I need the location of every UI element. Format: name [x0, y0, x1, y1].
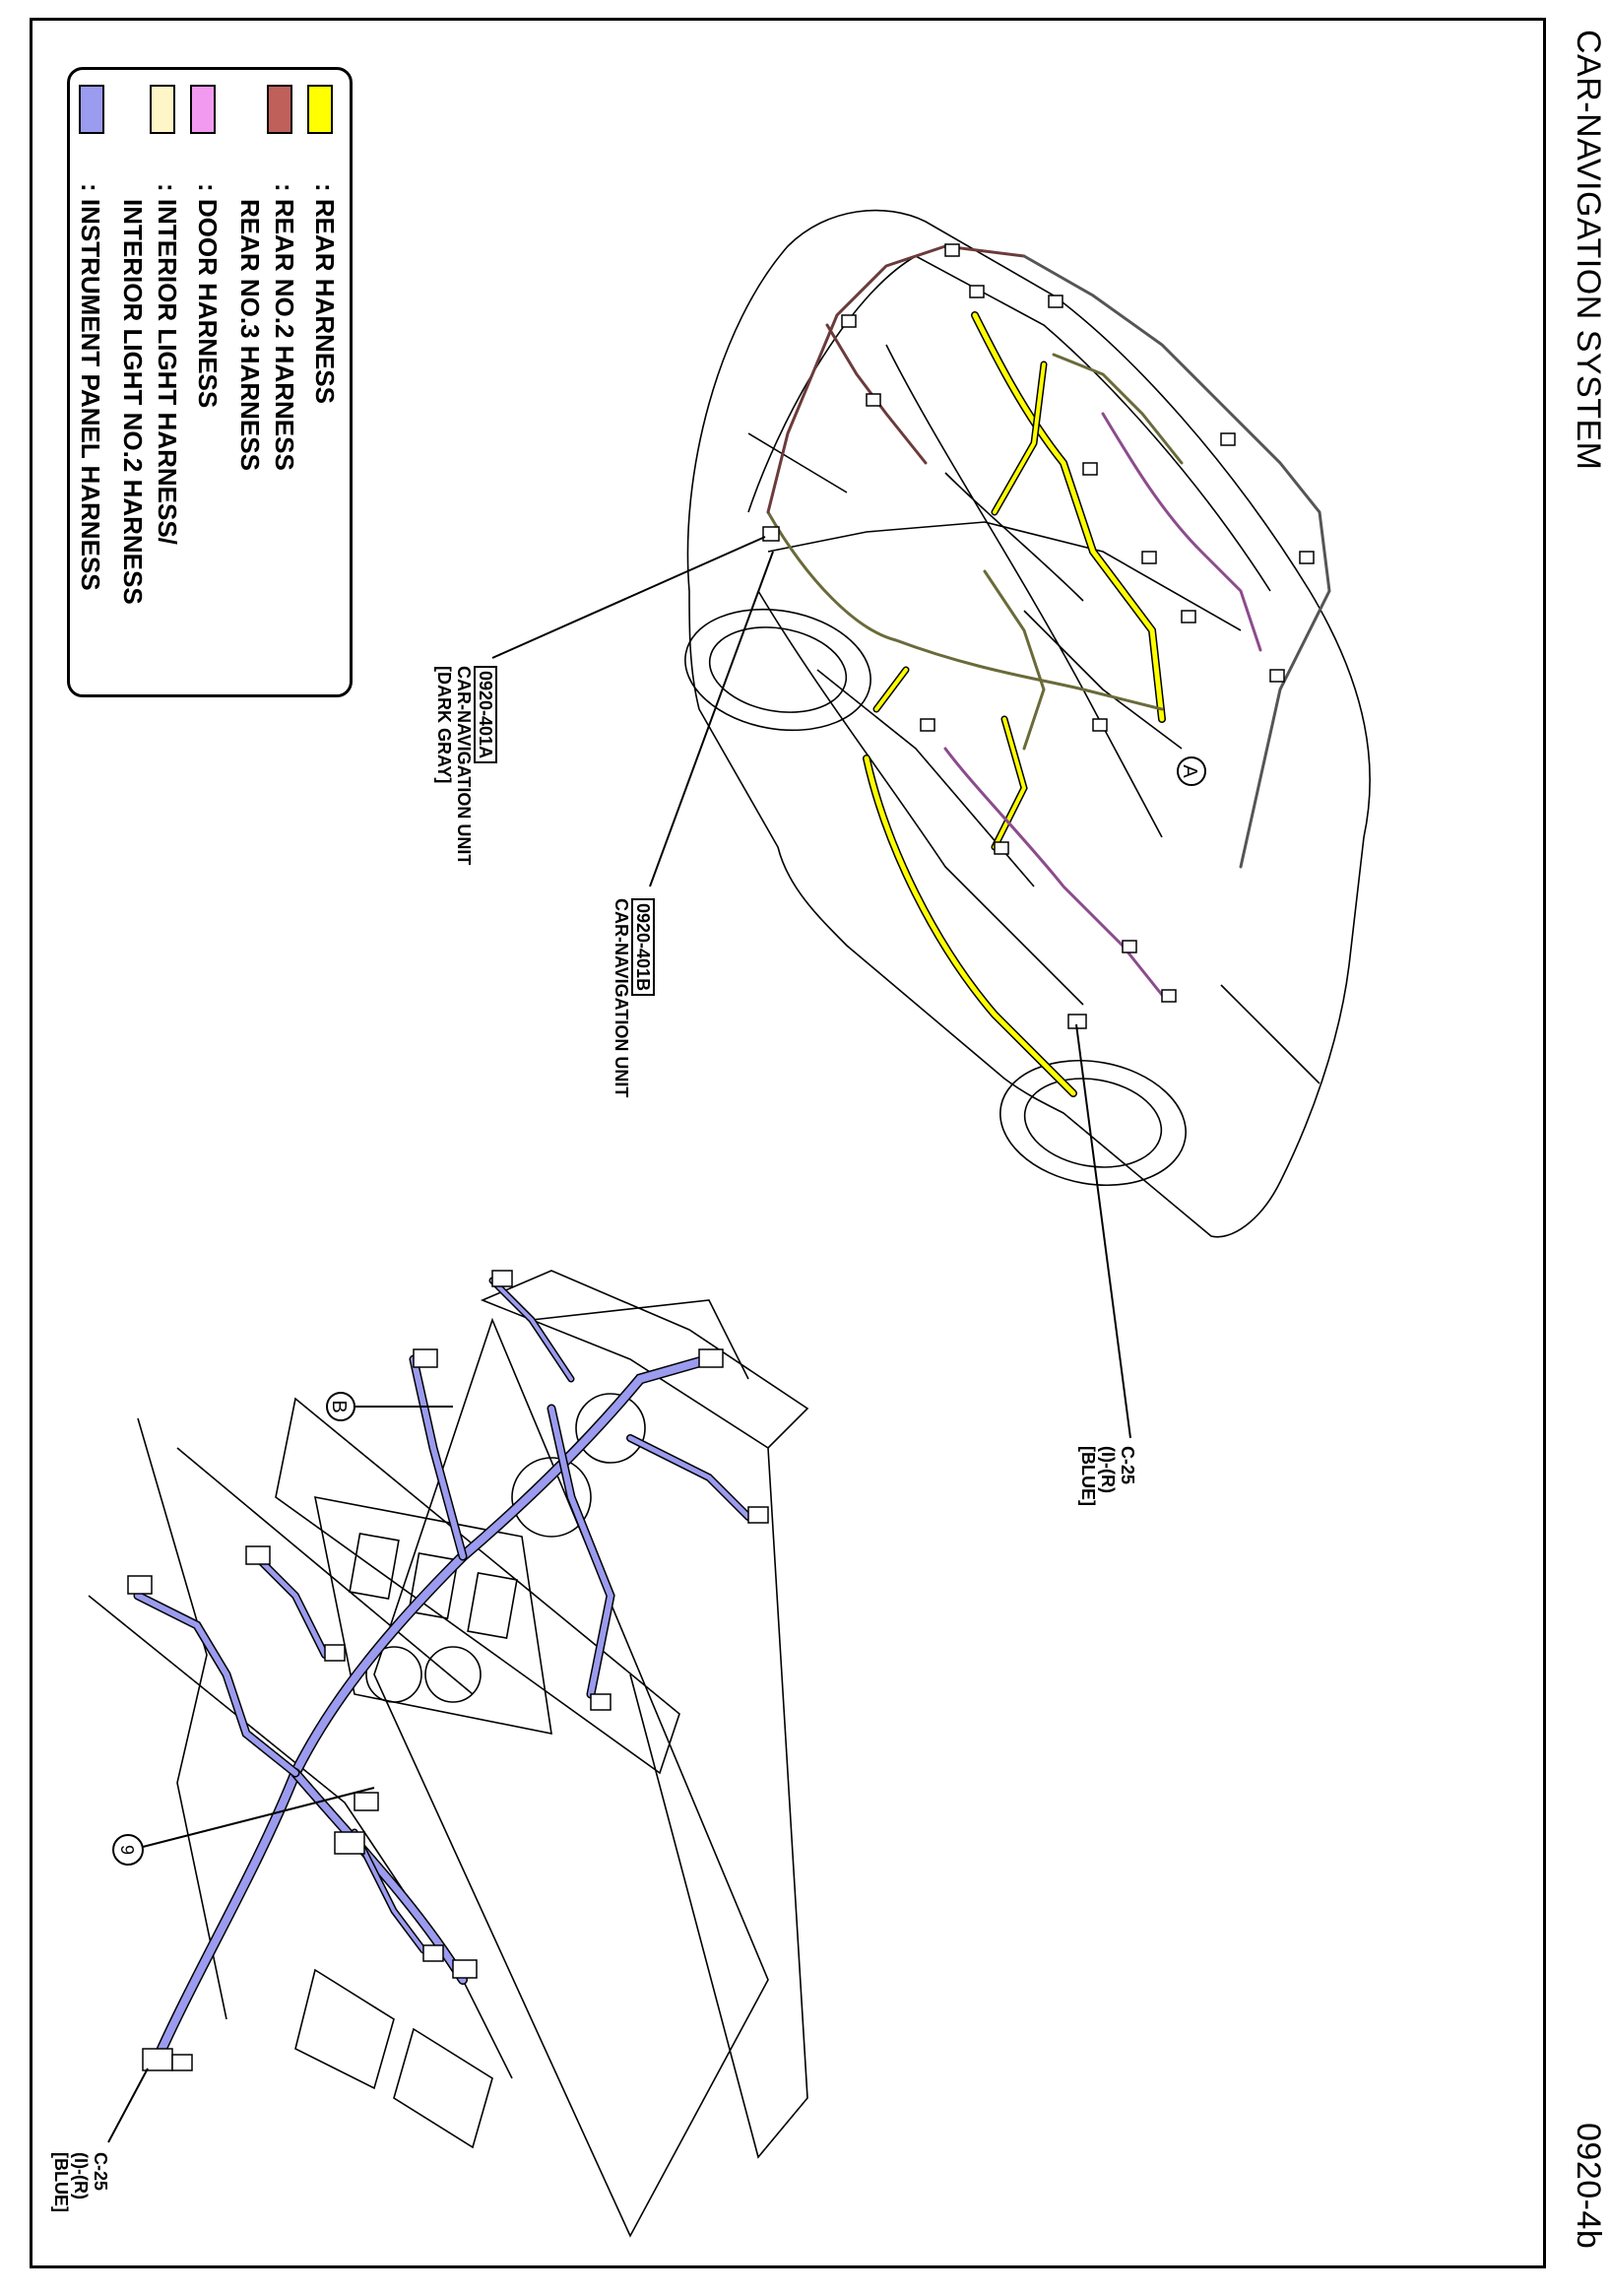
swatch-interior-light-harness: [150, 85, 175, 134]
svg-text:B: B: [328, 1400, 350, 1412]
car-harness-routing: [766, 244, 1331, 1097]
callout-401a-line1: CAR-NAVIGATION UNIT: [454, 666, 474, 866]
svg-text:A: A: [1179, 764, 1200, 778]
leader-401b: [649, 551, 774, 887]
car-body-outline: [686, 209, 1371, 1238]
callout-401b-code: 0920-401B: [631, 898, 655, 997]
callout-401a: 0920-401A CAR-NAVIGATION UNIT [DARK GRAY…: [434, 666, 497, 865]
front-wheel: [684, 608, 871, 732]
leader-c25-bottom: [107, 2067, 149, 2143]
leader-marker-9: [142, 1787, 375, 1848]
marker-b: B: [326, 1392, 355, 1421]
drawing-frame: [30, 18, 1546, 2268]
svg-text:9: 9: [117, 1845, 137, 1855]
callout-401b: 0920-401B CAR-NAVIGATION UNIT: [612, 898, 655, 1097]
callout-401b-line1: CAR-NAVIGATION UNIT: [612, 898, 631, 1098]
leader-c25-top: [1075, 1023, 1131, 1439]
swatch-instrument-panel-harness: [79, 85, 104, 134]
marker-a: A: [1177, 756, 1206, 786]
swatch-door-harness: [190, 85, 216, 134]
rear-wheel: [999, 1059, 1187, 1187]
callout-c25-top: C-25 (I)-(R) [BLUE]: [1078, 1446, 1137, 1506]
swatch-rear-harness: [307, 85, 333, 134]
marker-9: 9: [112, 1834, 144, 1866]
callout-c25-bottom-line3: [BLUE]: [51, 2152, 71, 2212]
leader-401a: [491, 536, 766, 659]
callout-c25-bottom-line1: C-25: [91, 2152, 110, 2192]
swatch-rear-no2-harness: [267, 85, 292, 134]
callout-c25-top-line3: [BLUE]: [1078, 1446, 1098, 1506]
car-connectors: [762, 243, 1315, 1029]
callout-c25-top-line1: C-25: [1118, 1446, 1137, 1485]
callout-c25-bottom: C-25 (I)-(R) [BLUE]: [51, 2152, 110, 2212]
instrument-panel-outline: [88, 1270, 809, 2238]
callout-c25-top-line2: (I)-(R): [1098, 1446, 1118, 1493]
panel-connectors: [127, 1270, 769, 2071]
callout-401a-code: 0920-401A: [474, 666, 497, 764]
callout-c25-bottom-line2: (I)-(R): [71, 2152, 91, 2199]
callout-401a-line2: [DARK GRAY]: [434, 666, 454, 784]
harness-legend: [67, 67, 353, 697]
